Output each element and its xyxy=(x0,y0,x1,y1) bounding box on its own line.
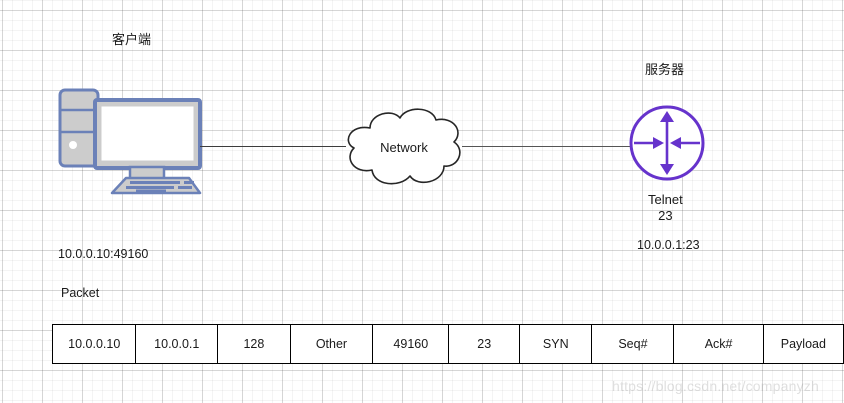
server-service-name: Telnet xyxy=(648,192,683,207)
server-service-label: Telnet 23 xyxy=(648,192,683,225)
server-node-label: 服务器 xyxy=(645,62,685,77)
packet-cell-src-ip: 10.0.0.10 xyxy=(51,324,137,364)
desktop-computer-icon xyxy=(52,88,202,196)
client-node-label: 客户端 xyxy=(112,32,152,47)
packet-cell-dst-port: 23 xyxy=(448,324,521,364)
link-client-to-network xyxy=(200,146,346,147)
packet-cell-ttl: 128 xyxy=(217,324,291,364)
packet-cell-flag: SYN xyxy=(519,324,593,364)
router-icon xyxy=(628,104,706,182)
packet-cell-seq: Seq# xyxy=(591,324,675,364)
link-network-to-server xyxy=(462,146,632,147)
packet-cell-ack: Ack# xyxy=(673,324,764,364)
packet-caption: Packet xyxy=(61,286,100,300)
packet-cell-payload: Payload xyxy=(762,324,844,364)
packet-cell-other: Other xyxy=(289,324,374,364)
packet-cell-dst-ip: 10.0.0.1 xyxy=(135,324,219,364)
packet-table: 10.0.0.10 10.0.0.1 128 Other 49160 23 SY… xyxy=(51,324,844,364)
server-service-port: 23 xyxy=(658,208,673,224)
packet-cell-src-port: 49160 xyxy=(372,324,450,364)
table-row: 10.0.0.10 10.0.0.1 128 Other 49160 23 SY… xyxy=(51,324,844,364)
watermark-text: https://blog.csdn.net/companyzh xyxy=(612,378,819,394)
client-address-label: 10.0.0.10:49160 xyxy=(58,247,149,261)
cloud-icon xyxy=(340,104,468,190)
server-address-label: 10.0.0.1:23 xyxy=(637,238,700,252)
